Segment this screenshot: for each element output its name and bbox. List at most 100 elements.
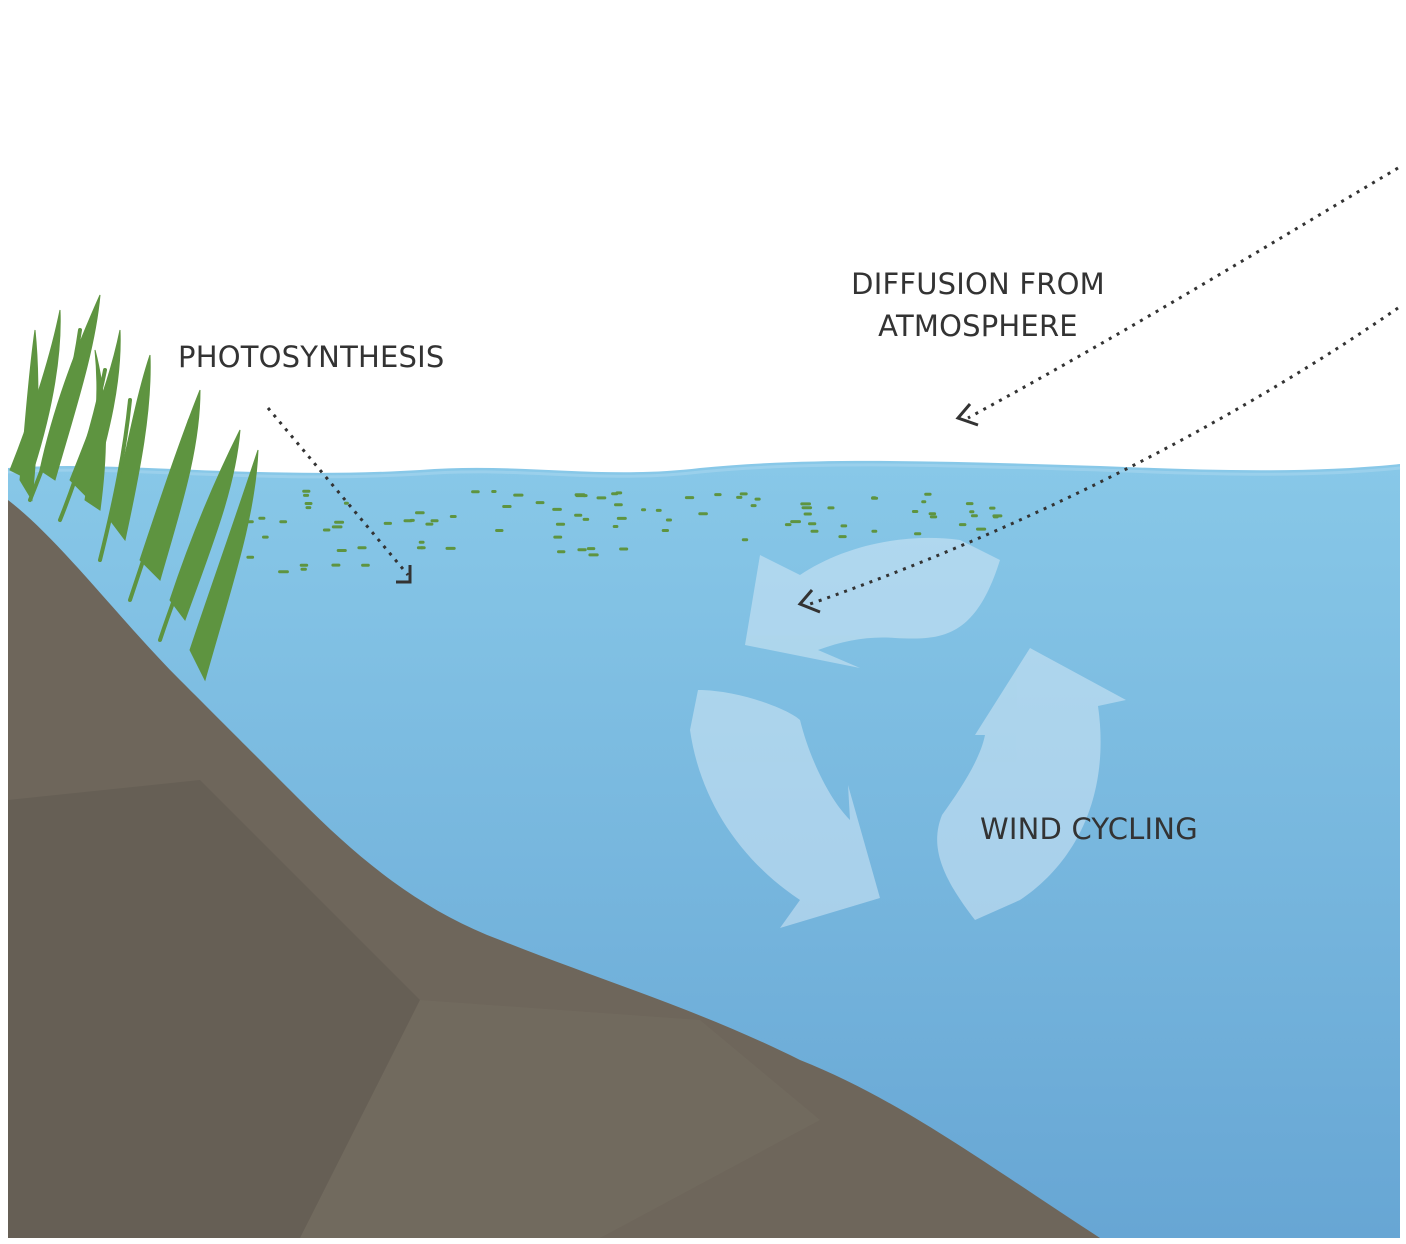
oxygen-bubble: [808, 522, 817, 526]
diffusion-arrows: [797, 166, 1399, 614]
ground-shading-2: [300, 1000, 820, 1238]
oxygen-bubble: [331, 525, 343, 529]
oxygen-bubbles: [245, 489, 1003, 574]
oxygen-bubble: [303, 493, 310, 497]
oxygen-bubble: [714, 493, 722, 497]
oxygen-bubble: [958, 523, 967, 527]
oxygen-bubble: [800, 502, 811, 506]
oxygen-bubble: [739, 492, 748, 496]
oxygen-bubble: [611, 492, 619, 496]
oxygen-bubble: [304, 502, 313, 505]
water-surface-highlight: [7, 463, 1401, 479]
oxygen-bubble: [513, 493, 524, 497]
oxygen-bubble: [246, 555, 255, 559]
oxygen-bubble: [784, 523, 792, 527]
diffusion-label-line2: ATMOSPHERE: [878, 309, 1078, 343]
oxygen-bubble: [553, 535, 563, 539]
oxygen-bubble: [803, 512, 812, 516]
oxygen-bubble: [582, 517, 590, 521]
oxygen-bubble: [619, 547, 629, 551]
oxygen-bubble: [840, 524, 848, 528]
oxygen-bubble: [801, 506, 813, 510]
oxygen-bubble: [245, 520, 254, 524]
oxygen-bubble: [302, 489, 311, 493]
photosynthesis-label: PHOTOSYNTHESIS: [178, 340, 445, 374]
diffusion-label-line1: DIFFUSION FROM: [851, 267, 1105, 301]
oxygen-bubble: [911, 510, 919, 513]
oxygen-bubble: [810, 529, 819, 533]
ground-shading: [8, 780, 420, 1238]
oxygen-bubble: [383, 521, 392, 525]
oxygen-bubble: [409, 518, 415, 522]
oxygen-bubble: [924, 492, 932, 496]
oxygen-bubble: [343, 501, 349, 505]
oxygen-bubble: [574, 513, 583, 517]
oxygen-bubble: [684, 496, 695, 500]
oxygen-bubble: [449, 515, 457, 518]
oxygen-bubble: [976, 527, 987, 531]
oxygen-bubble: [262, 535, 269, 539]
oxygen-bubble: [322, 528, 331, 532]
wind-cycling-label: WIND CYCLING: [980, 812, 1198, 846]
oxygen-bubble: [929, 515, 938, 519]
oxygen-bubble: [430, 519, 439, 523]
oxygen-bubble: [790, 520, 801, 524]
oxygen-bubble: [574, 493, 586, 497]
oxygen-bubble: [616, 516, 627, 520]
oxygen-bubble: [741, 538, 749, 542]
oxygen-bubble: [331, 563, 341, 567]
oxygen-bubble: [491, 490, 497, 493]
oxygen-bubble: [965, 502, 974, 506]
photosynthesis-arrow: [266, 407, 412, 584]
oxygen-bubble: [588, 553, 599, 557]
oxygen-bubble: [495, 529, 504, 532]
oxygen-bubble: [416, 546, 424, 550]
oxygen-bubble: [305, 506, 312, 510]
oxygen-bubble: [871, 529, 878, 533]
oxygen-bubble: [914, 532, 922, 536]
oxygen-bubble: [612, 525, 619, 528]
oxygen-bubble: [361, 563, 370, 567]
oxygen-bubble: [969, 510, 975, 514]
oxygen-bubble: [596, 496, 607, 500]
oxygen-bubble: [445, 546, 456, 550]
oxygen-bubble: [334, 520, 345, 524]
oxygen-bubble: [552, 507, 562, 511]
oxygen-bubble: [698, 512, 708, 516]
oxygen-bubble: [258, 516, 266, 520]
oxygen-bubble: [641, 508, 647, 512]
oxygen-bubble: [665, 518, 672, 522]
oxygen-bubble: [970, 514, 978, 518]
oxygen-bubble: [336, 549, 347, 552]
oxygen-bubble: [871, 496, 879, 500]
oxygen-bubble: [655, 508, 662, 512]
oxygen-bubble: [418, 540, 425, 544]
oxygen-bubble: [614, 503, 623, 507]
oxygen-bubble: [279, 520, 288, 524]
oxygen-bubble: [989, 506, 996, 510]
oxygen-bubble: [921, 500, 927, 504]
oxygen-bubble: [736, 495, 743, 499]
oxygen-bubble: [300, 567, 307, 571]
oxygen-bubble: [299, 563, 309, 567]
oxygen-bubble: [754, 497, 761, 501]
oxygen-bubble: [471, 490, 480, 494]
oxygen-bubble: [557, 550, 566, 554]
oxygen-bubble: [278, 570, 289, 574]
oxygen-bubble: [555, 522, 566, 526]
oxygen-bubble: [928, 512, 937, 516]
oxygen-bubble: [535, 501, 545, 505]
oxygen-bubble: [827, 506, 835, 510]
oxygen-bubble: [586, 547, 596, 551]
oxygen-bubble: [577, 548, 587, 552]
oxygen-bubble: [357, 546, 367, 550]
oxygen-bubble: [661, 529, 669, 532]
oxygen-bubble: [425, 522, 434, 526]
oxygen-bubble: [415, 511, 425, 515]
oxygen-bubble: [838, 535, 847, 539]
oxygen-bubble: [502, 505, 512, 508]
cycle-arrows-icon: [690, 537, 1126, 928]
oxygen-bubble: [750, 504, 757, 508]
grass-icon: [9, 294, 259, 682]
